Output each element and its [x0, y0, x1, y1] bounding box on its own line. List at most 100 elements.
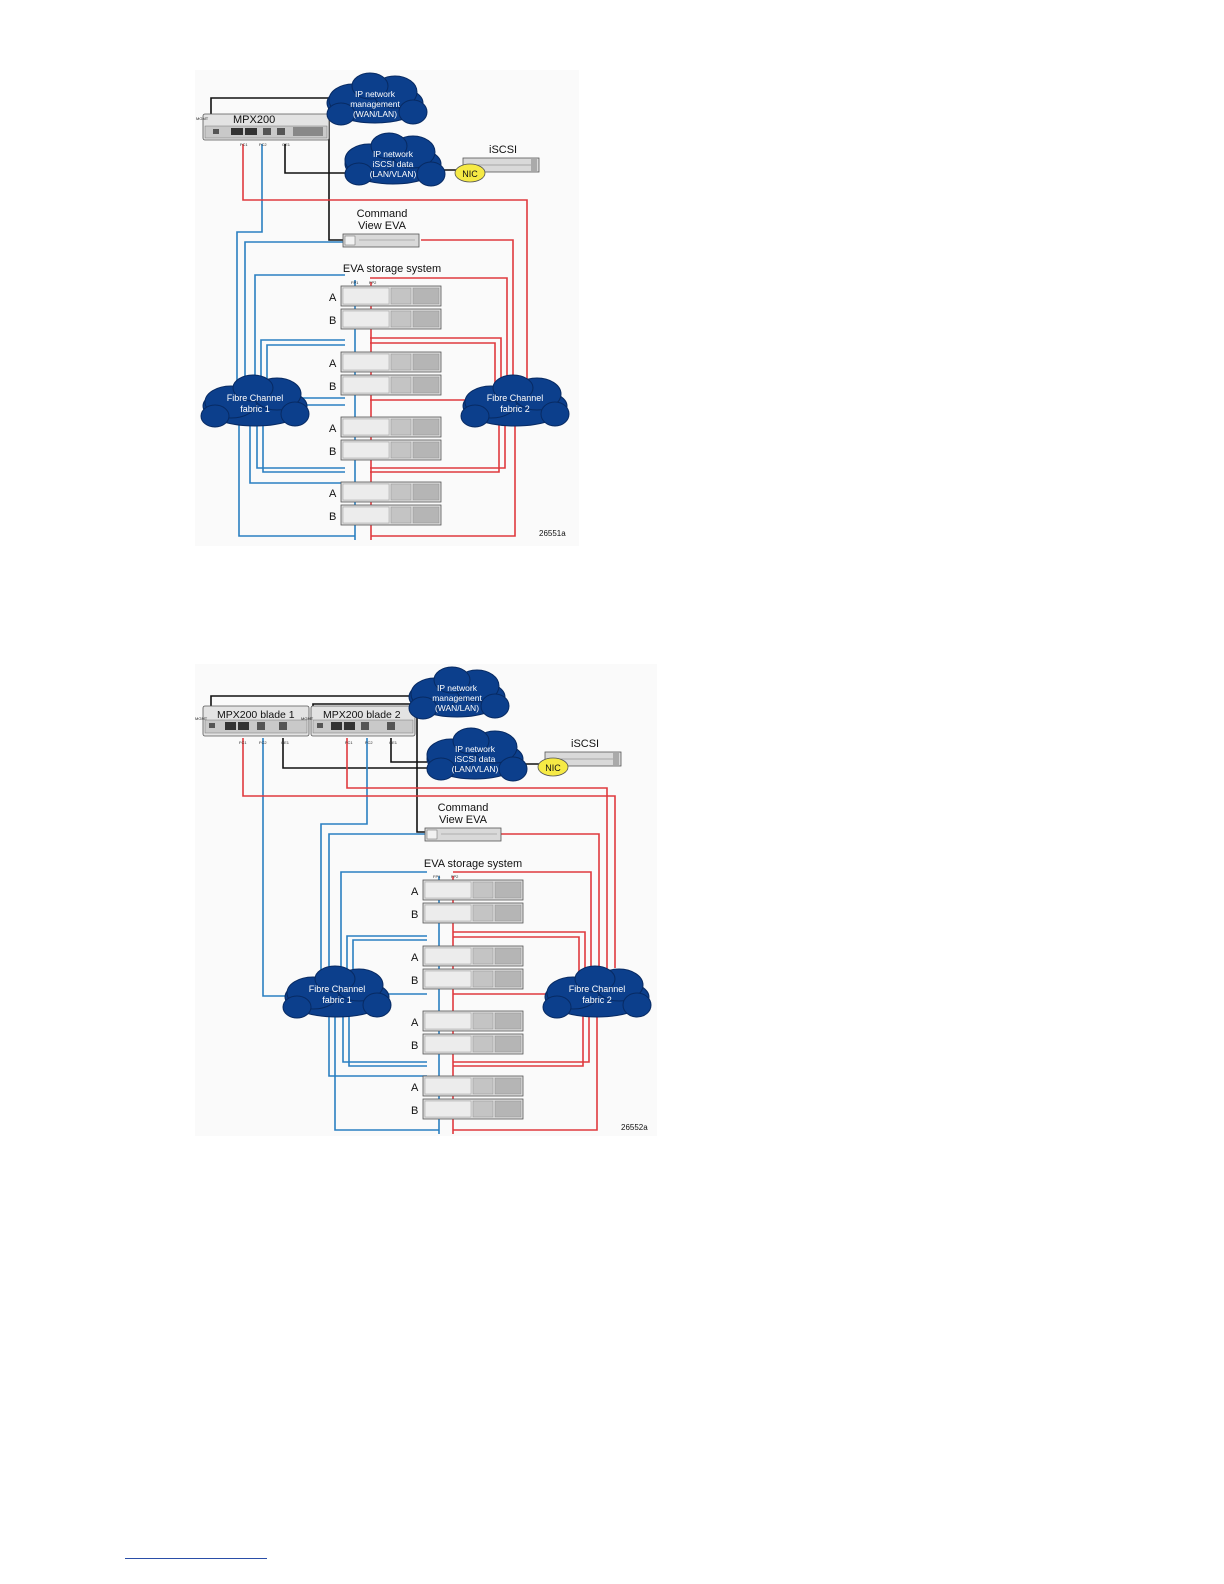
cloud-fabric-2 — [542, 965, 652, 1019]
command-view-to-fabric2-cable — [421, 239, 514, 382]
fabric1-cables — [236, 144, 356, 540]
mgmt-cable-blade1 — [210, 695, 410, 708]
blade1-fc2-to-fabric1-cable — [262, 738, 307, 997]
nic-label: NIC — [462, 169, 478, 179]
cloud-iscsi-data — [426, 727, 528, 782]
fc1-to-fabric2-cable — [242, 144, 528, 380]
controller-a-label: A — [411, 886, 419, 898]
blade2-fc2-to-fabric1-cable — [320, 738, 368, 976]
mpx200-label: MPX200 — [233, 114, 275, 126]
ge1-blade2-cable — [390, 738, 427, 763]
fabric1-bus-1 — [340, 871, 427, 984]
fabric2-line1: Fibre Channel — [569, 984, 626, 994]
figure-id: 26551a — [539, 529, 566, 538]
fabric2-bus-5 — [453, 1009, 590, 1063]
cloud-mgmt-line3: (WAN/LAN) — [435, 703, 479, 713]
blade1-fc1-label: FC1 — [239, 740, 247, 745]
controller-b-label: B — [329, 315, 336, 327]
mgmt-cable — [210, 97, 333, 116]
fabric2-bus-2 — [370, 337, 502, 384]
controller-a-label: A — [411, 1082, 419, 1094]
fabric2-line1: Fibre Channel — [487, 393, 544, 403]
iscsi-label: iSCSI — [489, 144, 517, 156]
fabric1-bus-5 — [342, 1009, 427, 1063]
mgmt-port-label: MGMT — [301, 716, 314, 721]
controller-a-label: A — [329, 358, 337, 370]
eva-controller-pair-4: A B — [411, 1075, 524, 1120]
footnote-rule — [125, 1558, 267, 1559]
eva-controller-pair-1: A B FP1 FP2 — [329, 280, 442, 330]
figure-id: 26552a — [621, 1123, 648, 1132]
command-view-cable — [328, 104, 345, 241]
cloud-mgmt-line2: management — [350, 99, 400, 109]
command-view-to-fabric2-cable — [499, 833, 600, 972]
cloud-ip-management — [408, 666, 510, 720]
controller-b-label: B — [411, 909, 418, 921]
blade1-label: MPX200 blade 1 — [217, 709, 295, 721]
eva-controller-pair-1: A B FP1 FP2 — [411, 874, 524, 924]
blade2-ge1-label: GE1 — [389, 740, 398, 745]
controller-a-label: A — [329, 292, 337, 304]
fabric1-line2: fabric 1 — [240, 404, 270, 414]
host-port-fp1-label: FP1 — [433, 874, 441, 879]
iscsi-label: iSCSI — [571, 738, 599, 750]
cloud-ip-management — [326, 72, 428, 126]
fabric1-to-tray4-cable — [249, 420, 345, 484]
host-port-fp1-label: FP1 — [351, 280, 359, 285]
blade1-ge1-label: GE1 — [281, 740, 290, 745]
fc2-port-label: FC2 — [259, 142, 267, 147]
nic-badge: NIC — [537, 757, 569, 777]
fabric2-bus-1 — [370, 277, 508, 382]
blade2-fc1-label: FC1 — [345, 740, 353, 745]
command-view-line2: View EVA — [439, 814, 488, 826]
fabric2-to-bottom-cable — [371, 420, 516, 537]
figure-dual-blade-mpx200: MPX200 blade 1 MGMT FC1 FC2 GE1 MPX200 b… — [195, 664, 657, 1136]
controller-b-label: B — [329, 381, 336, 393]
fabric2-to-bottom-cable — [453, 1014, 598, 1131]
nic-badge: NIC — [454, 163, 486, 183]
fabric2-bus-3 — [453, 936, 580, 978]
cloud-mgmt-line3: (WAN/LAN) — [353, 109, 397, 119]
controller-a-label: A — [329, 488, 337, 500]
cloud-fabric-1 — [200, 374, 310, 428]
fabric1-cables — [262, 738, 440, 1134]
fabric2-cables — [242, 144, 528, 540]
controller-b-label: B — [329, 511, 336, 523]
fabric2-cables — [242, 738, 616, 1134]
command-view-eva-server: Command View EVA — [342, 208, 420, 248]
command-view-line1: Command — [357, 208, 408, 220]
cloud-fabric-2 — [460, 374, 570, 428]
blade2-fc1-to-fabric2-cable — [346, 738, 608, 970]
fabric2-bus-6 — [453, 1009, 584, 1067]
fabric1-bus-6 — [348, 1009, 427, 1067]
fc2-to-fabric1-cable — [236, 144, 263, 386]
fc1-port-label: FC1 — [240, 142, 248, 147]
cloud-iscsi-line3: (LAN/VLAN) — [370, 169, 417, 179]
host-port-fp2-label: FP2 — [451, 874, 459, 879]
fabric2-line2: fabric 2 — [582, 995, 612, 1005]
cloud-iscsi-line1: IP network — [373, 149, 414, 159]
eva-controller-pair-3: A B — [329, 416, 442, 461]
fabric2-bus-3 — [370, 342, 496, 386]
eva-controller-pair-2: A B — [329, 351, 442, 396]
cloud-mgmt-line1: IP network — [437, 683, 478, 693]
diagram-dual-blade-mpx200: MPX200 blade 1 MGMT FC1 FC2 GE1 MPX200 b… — [195, 666, 652, 1134]
ge1-blade1-cable — [282, 738, 427, 769]
fabric1-line1: Fibre Channel — [227, 393, 284, 403]
fabric2-bus-5 — [370, 415, 506, 469]
controller-b-label: B — [329, 446, 336, 458]
fabric1-to-bottom-cable — [334, 1014, 439, 1131]
command-view-cable — [416, 704, 427, 833]
command-view-to-fabric1-cable — [328, 833, 425, 978]
fabric1-to-tray4-cable — [328, 1016, 427, 1077]
fabric1-line2: fabric 1 — [322, 995, 352, 1005]
eva-controller-pair-3: A B — [411, 1010, 524, 1055]
fabric1-bus-5 — [256, 415, 345, 469]
cloud-iscsi-line2: iSCSI data — [455, 754, 496, 764]
blade2-fc2-label: FC2 — [365, 740, 373, 745]
controller-a-label: A — [411, 1017, 419, 1029]
ge1-port-label: GE1 — [282, 142, 291, 147]
command-view-eva-server: Command View EVA — [424, 802, 502, 842]
eva-storage-system-label: EVA storage system — [343, 263, 441, 275]
cloud-iscsi-line1: IP network — [455, 744, 496, 754]
